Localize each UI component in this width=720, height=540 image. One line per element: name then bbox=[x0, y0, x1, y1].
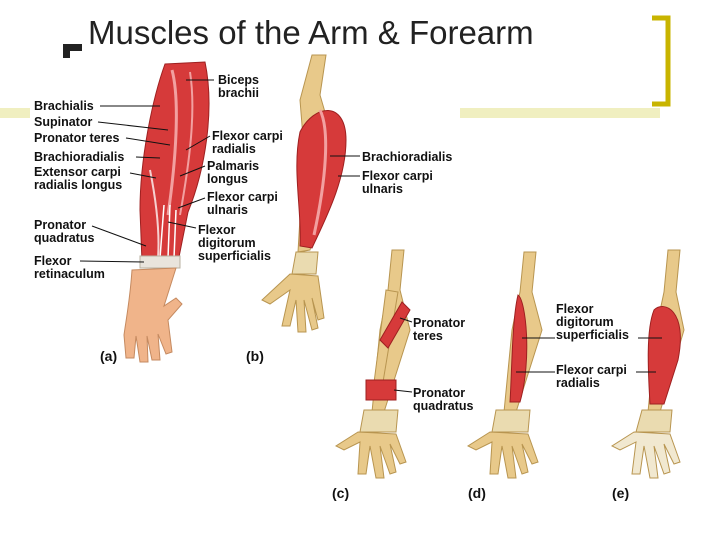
arm-c bbox=[334, 249, 411, 479]
label-pronator-quadratus-c: Pronator quadratus bbox=[413, 386, 474, 413]
label-supinator: Supinator bbox=[34, 115, 93, 129]
title-bullet-icon bbox=[63, 44, 82, 58]
label-pronator-teres-a: Pronator teres bbox=[34, 131, 120, 145]
label-flexor-carpi-ulnaris-b: Flexor carpi ulnaris bbox=[362, 169, 433, 196]
arm-a bbox=[123, 61, 210, 363]
label-flexor-digitorum-superficialis-e: Flexor digitorum superficialis bbox=[556, 302, 629, 342]
label-pronator-teres-c: Pronator teres bbox=[413, 316, 466, 343]
panel-label-a: (a) bbox=[100, 348, 118, 364]
slide-title: Muscles of the Arm & Forearm bbox=[88, 14, 534, 51]
arm-e bbox=[610, 249, 685, 479]
label-flexor-carpi-radialis-e: Flexor carpi radialis bbox=[556, 363, 627, 390]
arm-b bbox=[261, 54, 347, 333]
label-flexor-retinaculum: Flexor retinaculum bbox=[34, 254, 105, 281]
panel-label-b: (b) bbox=[246, 348, 264, 364]
label-flexor-carpi-radialis-a: Flexor carpi radialis bbox=[212, 129, 283, 156]
label-palmaris-longus: Palmaris longus bbox=[207, 159, 260, 186]
label-brachioradialis-a: Brachioradialis bbox=[34, 150, 125, 164]
label-flexor-carpi-ulnaris-a: Flexor carpi ulnaris bbox=[207, 190, 278, 217]
panel-label-c: (c) bbox=[332, 485, 350, 501]
leader-lines bbox=[79, 79, 662, 393]
label-biceps-brachii: Biceps brachii bbox=[218, 73, 259, 100]
decor-band-left bbox=[0, 108, 30, 118]
label-brachialis: Brachialis bbox=[34, 99, 94, 113]
gold-bracket-icon bbox=[652, 15, 671, 107]
label-pronator-quadratus-a: Pronator quadratus bbox=[34, 218, 95, 245]
label-extensor-carpi-radialis-longus: Extensor carpi radialis longus bbox=[34, 165, 123, 192]
panel-label-d: (d) bbox=[468, 485, 486, 501]
label-brachioradialis-b: Brachioradialis bbox=[362, 150, 453, 164]
label-flexor-digitorum-superficialis-a: Flexor digitorum superficialis bbox=[198, 223, 271, 263]
panel-label-e: (e) bbox=[612, 485, 630, 501]
decor-band-right bbox=[460, 108, 660, 118]
arm-d bbox=[466, 251, 543, 479]
